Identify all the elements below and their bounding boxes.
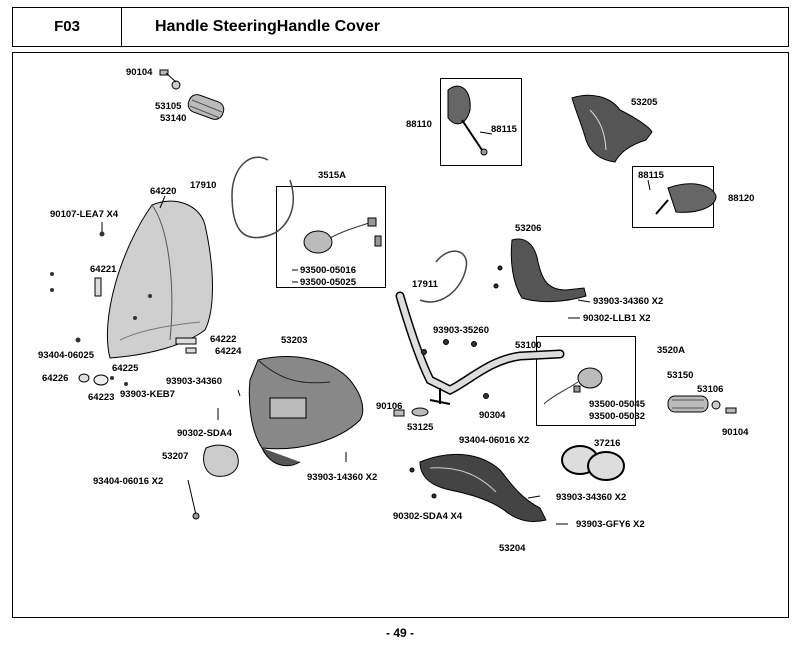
part-label-17911: 17911 bbox=[412, 279, 438, 290]
page-number: - 49 - bbox=[385, 626, 414, 640]
part-label-93404-06016: 93404-06016 X2 bbox=[459, 435, 530, 446]
part-label-64225: 64225 bbox=[112, 363, 139, 374]
part-label-17910: 17910 bbox=[190, 180, 217, 191]
page-title: Handle SteeringHandle Cover bbox=[155, 18, 380, 35]
small-cover-part-53207 bbox=[203, 444, 239, 477]
right-grip-part bbox=[667, 395, 709, 413]
part-label-53125: 53125 bbox=[407, 422, 434, 433]
part-label-90302-SDA4: 90302-SDA4 X4 bbox=[393, 511, 463, 522]
part-label-88120: 88120 bbox=[728, 193, 755, 204]
part-label-90106: 90106 bbox=[376, 401, 403, 412]
part-label-93404-06016: 93404-06016 X2 bbox=[93, 476, 164, 487]
part-label-93903-34360: 93903-34360 X2 bbox=[593, 296, 664, 307]
windscreen-part bbox=[106, 200, 213, 359]
meter-bezel-part-37216 bbox=[561, 445, 625, 481]
part-label-93500-05032: 93500-05032 bbox=[589, 411, 645, 422]
right-mirror-part bbox=[655, 183, 717, 215]
inset-box-88110 bbox=[440, 78, 522, 166]
header-title-box bbox=[121, 7, 789, 47]
part-label-93903-KEB7: 93903-KEB7 bbox=[120, 389, 175, 400]
part-label-93903-35260: 93903-35260 bbox=[433, 325, 489, 336]
part-label-3520A: 3520A bbox=[657, 345, 685, 356]
part-label-90302-SDA4: 90302-SDA4 bbox=[177, 428, 232, 439]
front-cover-part-53205 bbox=[571, 94, 653, 163]
part-label-93903-34360: 93903-34360 X2 bbox=[556, 492, 627, 503]
inner-cover-part-53206 bbox=[510, 238, 587, 303]
part-label-93404-06025: 93404-06025 bbox=[38, 350, 94, 361]
part-label-53106: 53106 bbox=[697, 384, 724, 395]
part-label-53100: 53100 bbox=[515, 340, 542, 351]
part-label-64224: 64224 bbox=[215, 346, 242, 357]
part-label-53105: 53105 bbox=[155, 101, 182, 112]
handlebar-part bbox=[395, 291, 565, 405]
part-label-64226: 64226 bbox=[42, 373, 69, 384]
part-label-53205: 53205 bbox=[631, 97, 658, 108]
part-label-53203: 53203 bbox=[281, 335, 308, 346]
part-label-53204: 53204 bbox=[499, 543, 526, 554]
part-label-64220: 64220 bbox=[150, 186, 177, 197]
left-mirror-part bbox=[447, 85, 488, 156]
part-label-37216: 37216 bbox=[594, 438, 621, 449]
part-label-90107-LEA7: 90107-LEA7 X4 bbox=[50, 209, 119, 220]
part-label-53150: 53150 bbox=[667, 370, 694, 381]
inset-box-3515A bbox=[276, 186, 386, 288]
lower-cover-part-53204 bbox=[419, 453, 547, 523]
part-label-88110: 88110 bbox=[406, 119, 432, 130]
part-label-90304: 90304 bbox=[479, 410, 506, 421]
part-label-88115: 88115 bbox=[491, 124, 517, 135]
part-label-93903-34360: 93903-34360 bbox=[166, 376, 222, 387]
part-label-90302-LLB1: 90302-LLB1 X2 bbox=[583, 313, 651, 324]
part-label-88115: 88115 bbox=[638, 170, 664, 181]
headlight-cover-part-53203 bbox=[248, 356, 364, 467]
part-label-53206: 53206 bbox=[515, 223, 542, 234]
left-grip-part bbox=[187, 94, 225, 120]
part-label-93500-05016: 93500-05016 bbox=[300, 265, 356, 276]
part-label-93500-05045: 93500-05045 bbox=[589, 399, 645, 410]
part-label-93903-14360: 93903-14360 X2 bbox=[307, 472, 378, 483]
part-label-64223: 64223 bbox=[88, 392, 115, 403]
part-label-64221: 64221 bbox=[90, 264, 117, 275]
part-label-3515A: 3515A bbox=[318, 170, 346, 181]
diagram-frame bbox=[12, 52, 789, 618]
part-label-90104: 90104 bbox=[126, 67, 153, 78]
part-label-53207: 53207 bbox=[162, 451, 189, 462]
part-label-93500-05025: 93500-05025 bbox=[300, 277, 356, 288]
part-label-90104: 90104 bbox=[722, 427, 749, 438]
part-label-93903-GFY6: 93903-GFY6 X2 bbox=[576, 519, 645, 530]
section-code: F03 bbox=[54, 18, 80, 35]
part-label-64222: 64222 bbox=[210, 334, 237, 345]
inset-box-3520A bbox=[536, 336, 636, 426]
part-label-53140: 53140 bbox=[160, 113, 187, 124]
